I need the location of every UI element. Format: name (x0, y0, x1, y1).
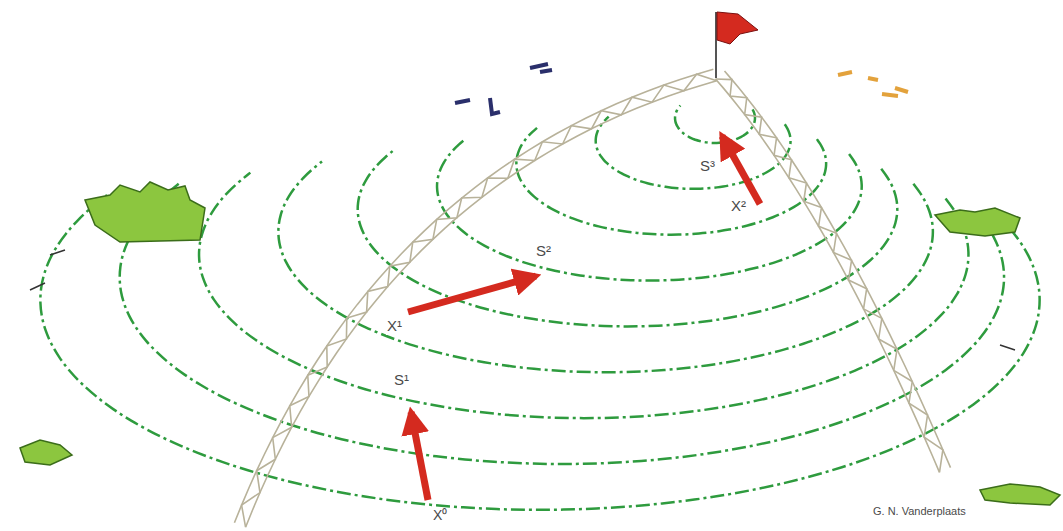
bush (20, 440, 72, 465)
direction-arrow (408, 276, 536, 312)
contour-lines (40, 106, 1039, 510)
point-label: S³ (699, 158, 716, 175)
grass-mark (30, 250, 1015, 350)
point-label: X² (730, 198, 747, 215)
truss-member (234, 69, 713, 523)
bush (980, 484, 1060, 505)
search-arrows (408, 136, 760, 500)
flag (716, 12, 758, 78)
direction-arrow (411, 412, 428, 500)
bird (838, 72, 908, 96)
bush (935, 208, 1020, 236)
contour-line (199, 173, 968, 419)
point-label: S¹ (393, 372, 410, 389)
flag-cloth (717, 12, 758, 44)
point-label: X⁰ (432, 508, 448, 523)
point-label: S² (535, 243, 552, 260)
truss-member (242, 74, 717, 527)
point-label: X¹ (386, 318, 403, 335)
contour-line (278, 161, 933, 372)
truss-member (246, 81, 717, 527)
bird (455, 64, 552, 114)
truss-structure (234, 69, 950, 527)
truss-member (715, 79, 942, 472)
direction-arrow (722, 136, 760, 204)
contour-line (437, 139, 862, 280)
contour-line (596, 117, 791, 189)
truss-member (715, 79, 939, 472)
bush (85, 182, 205, 242)
signature: G. N. Vanderplaats (872, 505, 967, 517)
scenery (20, 64, 1060, 505)
